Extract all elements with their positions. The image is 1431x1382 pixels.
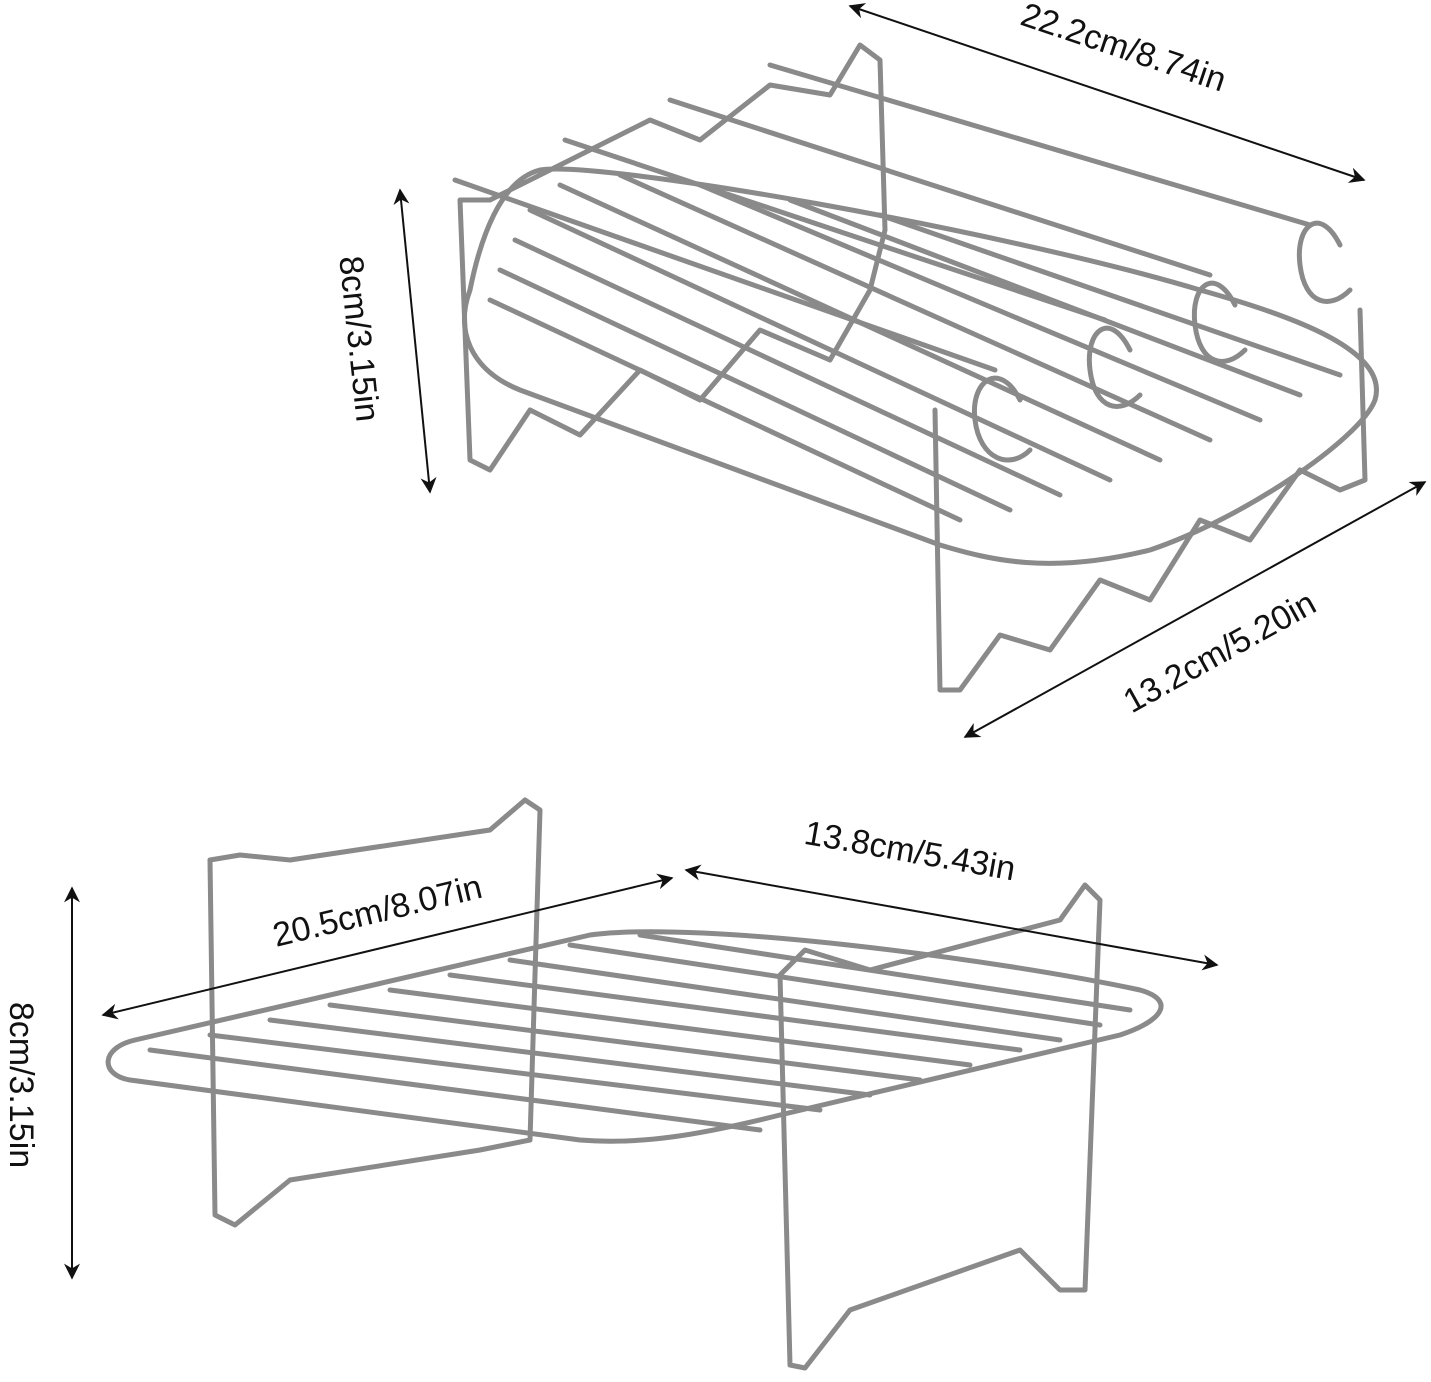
top-height-label: 8cm/3.15in <box>331 254 386 423</box>
skewer-loop <box>971 375 1033 463</box>
top-rack-grill-bars <box>487 172 1343 523</box>
bottom-length-label: 20.5cm/8.07in <box>269 868 486 955</box>
bottom-width-label: 13.8cm/5.43in <box>801 814 1018 889</box>
bottom-width-arrow <box>684 864 1219 971</box>
top-rack-front-stand <box>932 307 1368 693</box>
top-height-arrow <box>393 188 437 494</box>
skewer-loop <box>1296 220 1353 304</box>
top-rack-back-stand <box>457 42 888 473</box>
top-width-arrow <box>963 481 1427 738</box>
bottom-rack-tray <box>105 929 1164 1144</box>
bottom-length-arrow <box>101 873 674 1020</box>
skewer-loop <box>1191 280 1248 364</box>
top-length-arrow <box>848 3 1366 183</box>
bottom-height-label: 8cm/3.15in <box>2 1002 40 1168</box>
top-rack-with-skewers <box>452 42 1379 693</box>
skewer-loop <box>1086 325 1143 409</box>
top-width-label: 13.2cm/5.20in <box>1117 584 1322 721</box>
top-length-label: 22.2cm/8.74in <box>1016 0 1231 99</box>
